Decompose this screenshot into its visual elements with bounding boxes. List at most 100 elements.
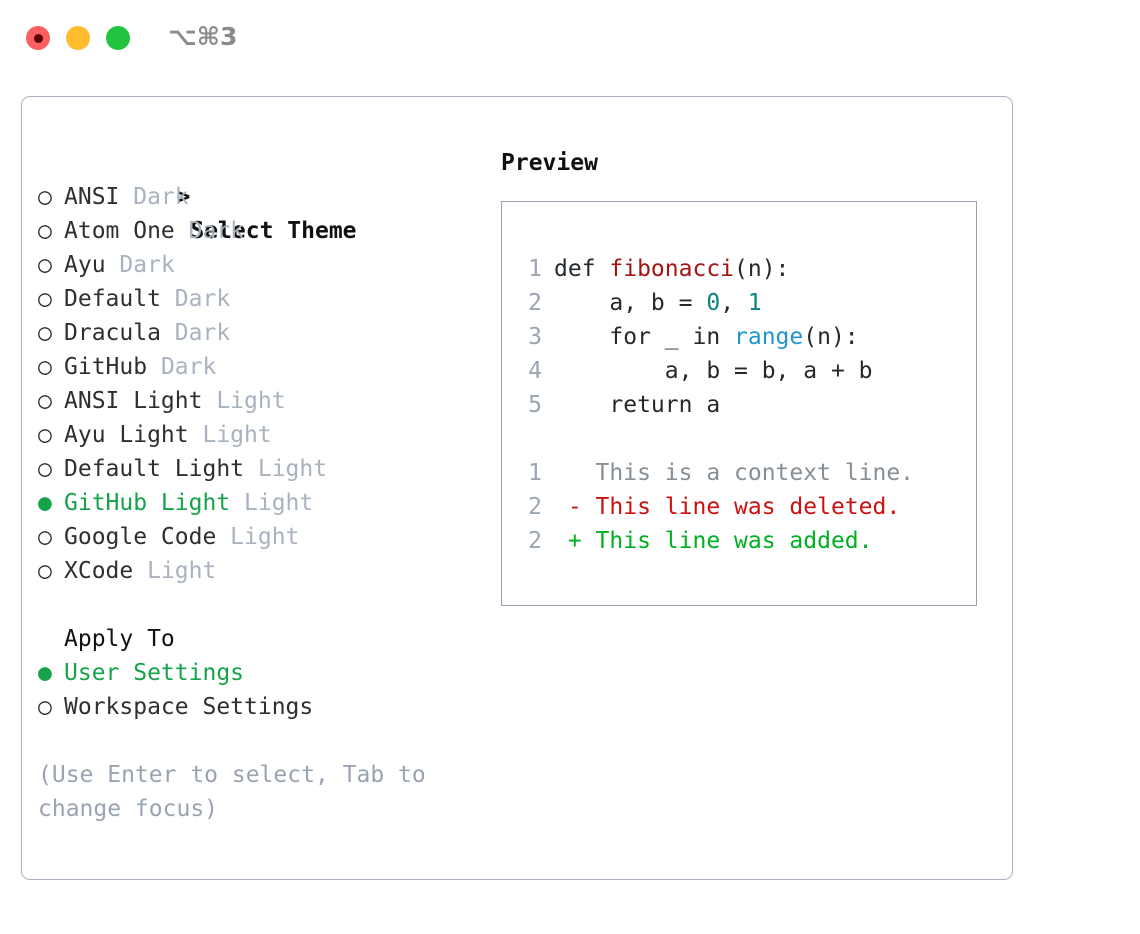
code-token-num: 1 xyxy=(747,290,762,316)
radio-unselected-icon: ○ xyxy=(38,286,52,312)
theme-item-variant: Light xyxy=(133,558,217,584)
theme-item-xcode[interactable]: ○ XCode Light xyxy=(38,554,478,588)
theme-item-label: Default xyxy=(64,286,161,312)
theme-item-default-light[interactable]: ○Default Light Light xyxy=(38,452,478,486)
theme-item-github-light[interactable]: ● GitHub Light Light xyxy=(38,486,478,520)
theme-item-variant: Dark xyxy=(160,286,231,312)
code-token-plain: a, b = b, a + b xyxy=(554,358,873,384)
diff-line-text: This is a context line. xyxy=(554,460,915,486)
code-line: 3 for _ in range(n): xyxy=(516,320,914,354)
code-token-plain: return a xyxy=(554,392,721,418)
keyboard-hint-text: (Use Enter to select, Tab to change focu… xyxy=(38,762,440,822)
radio-unselected-icon: ○ xyxy=(38,252,52,278)
theme-item-label: GitHub Light xyxy=(64,490,231,516)
theme-item-label: GitHub xyxy=(64,354,148,380)
theme-item-variant: Light xyxy=(188,422,272,448)
theme-item-label: XCode xyxy=(64,558,134,584)
traffic-lights xyxy=(26,26,130,50)
theme-item-variant: Dark xyxy=(160,320,231,346)
code-line-number: 5 xyxy=(528,392,542,418)
apply-to-option-label: User Settings xyxy=(64,660,245,686)
code-line: 2 a, b = 0, 1 xyxy=(516,286,914,320)
theme-item-variant: Dark xyxy=(119,184,189,210)
apply-to-heading: Apply To xyxy=(64,626,175,652)
code-line-number: 3 xyxy=(528,324,542,350)
diff-line-number: 2 xyxy=(528,528,542,554)
page-title: Select Theme xyxy=(190,218,357,244)
prompt-caret-icon: > xyxy=(176,184,191,210)
theme-list[interactable]: ○ANSI Dark○Atom One Dark○Ayu Dark○Defaul… xyxy=(38,180,478,588)
code-token-fn: fibonacci xyxy=(609,256,735,282)
code-token-kw: range xyxy=(734,324,804,350)
radio-unselected-icon: ○ xyxy=(38,184,52,210)
code-line: 5 return a xyxy=(516,388,914,422)
code-token-num: 0 xyxy=(706,290,721,316)
theme-item-label: ANSI Light xyxy=(64,388,203,414)
spacer xyxy=(38,588,478,622)
code-line-number: 4 xyxy=(528,358,542,384)
theme-item-variant: Dark xyxy=(105,252,175,278)
code-token-plain: (n): xyxy=(734,256,790,282)
preview-heading: Preview xyxy=(501,150,598,176)
theme-item-label: Atom One xyxy=(64,218,175,244)
theme-item-default[interactable]: ○ Default Dark xyxy=(38,282,478,316)
minimize-window-button[interactable] xyxy=(66,26,90,50)
diff-line-text: - This line was deleted. xyxy=(554,494,901,520)
diff-line-add: 2 + This line was added. xyxy=(516,524,914,558)
code-line: 1 def fibonacci(n): xyxy=(516,252,914,286)
radio-unselected-icon: ○ xyxy=(38,320,52,346)
apply-to-list[interactable]: ● User Settings ○ Workspace Settings xyxy=(38,656,478,724)
diff-line-text: + This line was added. xyxy=(554,528,873,554)
theme-item-label: Google Code xyxy=(64,524,217,550)
theme-item-label: ANSI xyxy=(64,184,120,210)
radio-unselected-icon: ○ xyxy=(38,694,52,720)
code-token-plain: def xyxy=(554,256,610,282)
code-line-number: 1 xyxy=(528,256,542,282)
theme-item-ayu[interactable]: ○ Ayu Dark xyxy=(38,248,478,282)
theme-item-variant: Light xyxy=(216,524,300,550)
theme-item-label: Dracula xyxy=(64,320,161,346)
code-token-plain: (n): xyxy=(803,324,859,350)
theme-item-ayu-light[interactable]: ○ Ayu Light Light xyxy=(38,418,478,452)
theme-item-label: Ayu Light xyxy=(64,422,189,448)
radio-unselected-icon: ○ xyxy=(38,388,52,414)
radio-unselected-icon: ○ xyxy=(38,218,52,244)
radio-selected-icon: ● xyxy=(38,660,52,686)
title-bar: ⌥⌘3 xyxy=(0,0,1140,78)
radio-unselected-icon: ○ xyxy=(38,558,52,584)
close-window-button[interactable] xyxy=(26,26,50,50)
theme-item-dracula[interactable]: ○ Dracula Dark xyxy=(38,316,478,350)
apply-to-option-label: Workspace Settings xyxy=(64,694,314,720)
theme-item-variant: Dark xyxy=(174,218,245,244)
diff-line-context: 1 This is a context line. xyxy=(516,456,914,490)
radio-unselected-icon: ○ xyxy=(38,456,52,482)
diff-line-del: 2 - This line was deleted. xyxy=(516,490,914,524)
select-theme-heading: > Select Theme xyxy=(38,146,478,244)
apply-to-option-workspace-settings[interactable]: ○ Workspace Settings xyxy=(38,690,478,724)
theme-item-google-code[interactable]: ○Google Code Light xyxy=(38,520,478,554)
preview-spacer xyxy=(516,422,914,456)
theme-item-variant: Light xyxy=(244,456,328,482)
maximize-window-button[interactable] xyxy=(106,26,130,50)
theme-item-github[interactable]: ○GitHub Dark xyxy=(38,350,478,384)
radio-unselected-icon: ○ xyxy=(38,422,52,448)
code-token-plain: for _ in xyxy=(554,324,735,350)
theme-item-ansi[interactable]: ○ ANSI Dark xyxy=(38,180,478,214)
radio-selected-icon: ● xyxy=(38,490,52,516)
theme-item-variant: Light xyxy=(230,490,314,516)
theme-item-atom-one[interactable]: ○ Atom One Dark xyxy=(38,214,478,248)
code-token-plain: a, b = xyxy=(554,290,707,316)
diff-line-number: 1 xyxy=(528,460,542,486)
theme-item-variant: Dark xyxy=(147,354,217,380)
theme-item-ansi-light[interactable]: ○ANSI Light Light xyxy=(38,384,478,418)
diff-line-number: 2 xyxy=(528,494,542,520)
theme-column: > Select Theme ○ANSI Dark○Atom One Dark○… xyxy=(38,146,478,826)
apply-to-option-user-settings[interactable]: ● User Settings xyxy=(38,656,478,690)
code-token-plain: , xyxy=(720,290,748,316)
theme-item-label: Ayu xyxy=(64,252,106,278)
keyboard-shortcut-label: ⌥⌘3 xyxy=(168,22,238,51)
